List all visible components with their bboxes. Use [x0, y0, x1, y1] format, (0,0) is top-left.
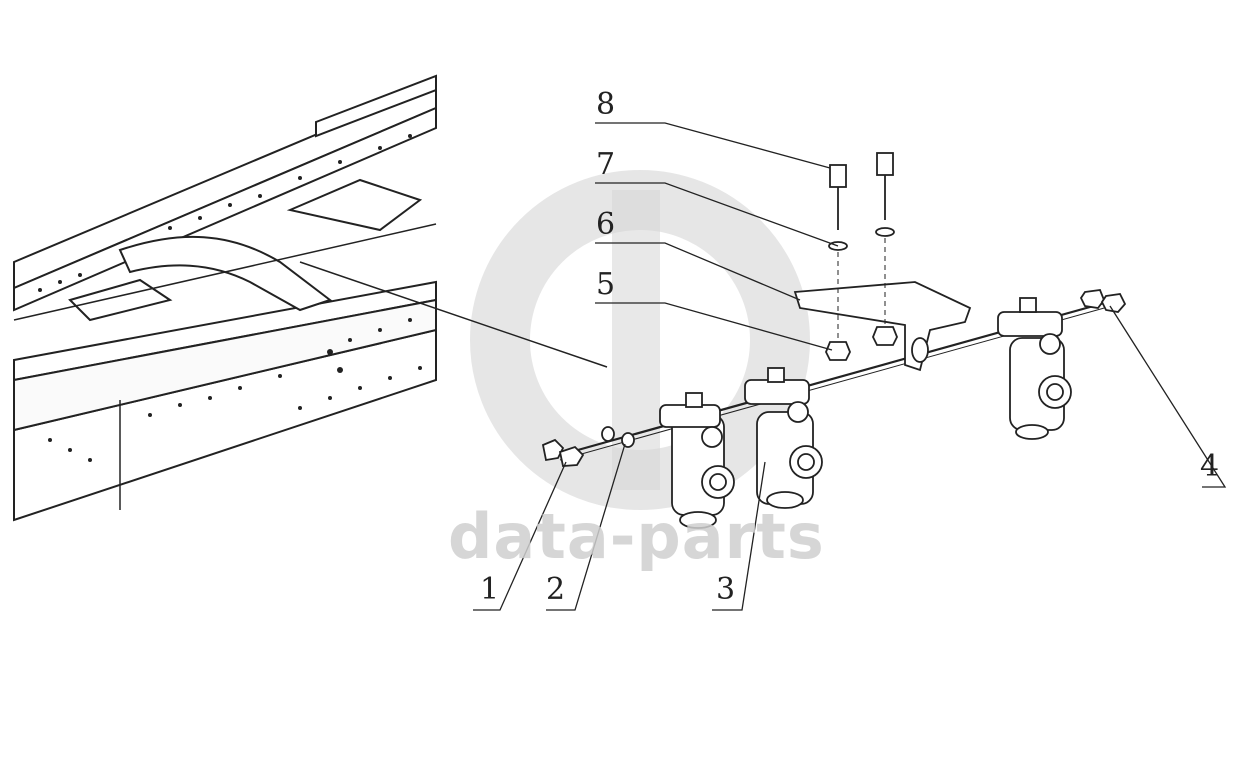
valve-body — [997, 297, 1072, 440]
callout-2: 2 — [546, 572, 566, 607]
vehicle-frame — [13, 74, 437, 522]
valve-body — [659, 392, 735, 529]
callout-6: 6 — [596, 207, 616, 242]
location-leader-line — [299, 261, 608, 368]
watermark-text: data-parts — [448, 500, 825, 573]
callout-5: 5 — [596, 267, 616, 302]
callout-3: 3 — [716, 572, 736, 607]
callout-8: 8 — [596, 87, 616, 122]
callout-4: 4 — [1200, 449, 1220, 484]
valve-body — [744, 367, 823, 509]
valve-assembly — [541, 152, 1127, 529]
callout-7: 7 — [596, 147, 616, 182]
watermark-logo — [470, 170, 810, 510]
callout-leaders — [473, 122, 1227, 611]
callout-1: 1 — [480, 572, 500, 607]
